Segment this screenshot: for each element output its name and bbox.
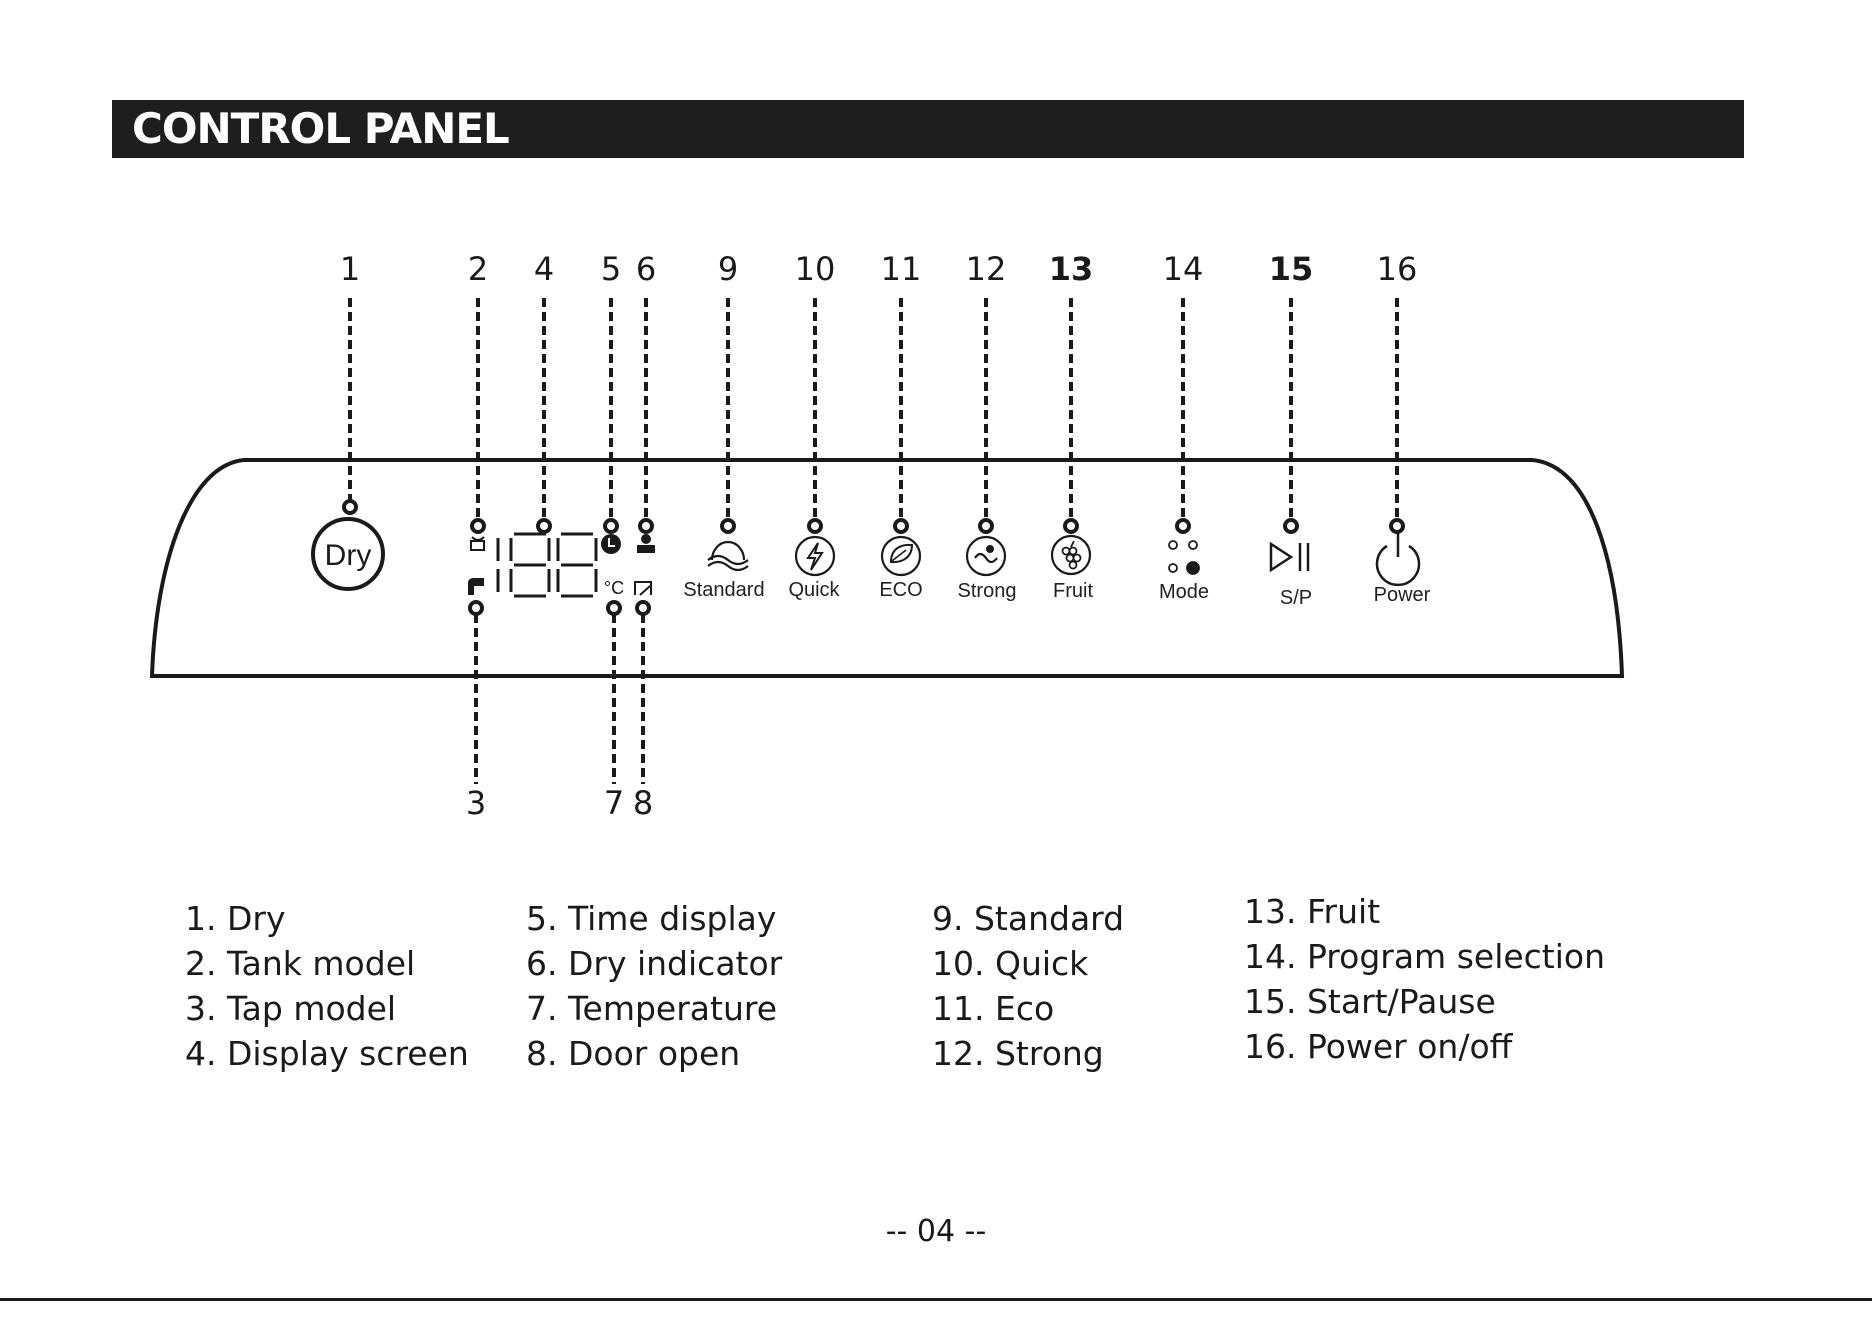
callout-14: 14 xyxy=(1163,250,1204,288)
mode-button[interactable]: Mode xyxy=(1159,540,1209,603)
eco-button[interactable]: ECO xyxy=(879,535,923,601)
callout-1: 1 xyxy=(340,250,360,288)
top-leader-lines xyxy=(348,298,1399,519)
callout-6: 6 xyxy=(636,250,656,288)
quick-label: Quick xyxy=(788,579,840,601)
legend-item: 11. Eco xyxy=(932,989,1055,1028)
quick-button[interactable]: Quick xyxy=(788,535,841,601)
legend-column-3: 9. Standard 10. Quick 11. Eco 12. Strong xyxy=(932,896,1124,1076)
strong-button[interactable]: Strong xyxy=(958,535,1017,602)
dry-indicator-icon xyxy=(637,534,655,553)
callout-5: 5 xyxy=(601,250,621,288)
callout-7: 7 xyxy=(604,784,624,822)
section-title: CONTROL PANEL xyxy=(132,104,510,153)
dry-button[interactable]: Dry xyxy=(311,517,385,591)
legend-item: 13. Fruit xyxy=(1244,892,1381,931)
callout-2: 2 xyxy=(468,250,488,288)
callout-9: 9 xyxy=(718,250,738,288)
legend-item: 16. Power on/off xyxy=(1244,1027,1513,1066)
callout-15: 15 xyxy=(1269,250,1314,288)
legend-item: 15. Start/Pause xyxy=(1244,982,1496,1021)
start-pause-label: S/P xyxy=(1280,587,1312,609)
clock-icon xyxy=(601,534,621,554)
tap-icon xyxy=(468,578,484,595)
legend-item: 7. Temperature xyxy=(526,989,778,1028)
legend-item: 4. Display screen xyxy=(185,1034,469,1073)
callout-12: 12 xyxy=(966,250,1007,288)
callout-4: 4 xyxy=(534,250,554,288)
start-pause-button[interactable]: S/P xyxy=(1269,541,1312,609)
fruit-button[interactable]: Fruit xyxy=(1050,534,1093,602)
eco-label: ECO xyxy=(879,579,922,601)
callout-10: 10 xyxy=(795,250,836,288)
legend-item: 1. Dry xyxy=(185,899,286,938)
legend-column-2: 5. Time display 6. Dry indicator 7. Temp… xyxy=(526,896,782,1076)
panel-outline xyxy=(149,458,1625,678)
legend-item: 6. Dry indicator xyxy=(526,944,783,983)
legend-item: 9. Standard xyxy=(932,899,1125,938)
power-label: Power xyxy=(1374,584,1431,606)
legend-column-4: 13. Fruit 14. Program selection 15. Star… xyxy=(1244,889,1605,1069)
lightning-icon xyxy=(794,535,836,577)
page-number: -- 04 -- xyxy=(885,1214,987,1249)
leaf-icon xyxy=(880,535,922,577)
temperature-unit: °C xyxy=(604,578,624,598)
footer-rule xyxy=(0,1298,1872,1301)
legend-item: 8. Door open xyxy=(526,1034,741,1073)
legend-item: 12. Strong xyxy=(932,1034,1104,1073)
fruit-label: Fruit xyxy=(1053,580,1093,602)
standard-icon xyxy=(707,540,749,572)
standard-button[interactable]: Standard xyxy=(683,540,765,601)
dry-button-label: Dry xyxy=(325,539,372,572)
strong-label: Strong xyxy=(958,580,1017,602)
bottom-leader-lines xyxy=(474,614,645,784)
legend-item: 2. Tank model xyxy=(185,944,416,983)
power-icon xyxy=(1375,530,1421,587)
legend-item: 3. Tap model xyxy=(185,989,397,1028)
strong-icon xyxy=(965,535,1007,577)
display-screen xyxy=(496,532,598,598)
callout-11: 11 xyxy=(881,250,922,288)
callout-3: 3 xyxy=(466,784,486,822)
callout-endpoints xyxy=(342,499,1405,616)
legend-item: 10. Quick xyxy=(932,944,1089,983)
legend-item: 5. Time display xyxy=(526,899,777,938)
tank-icon xyxy=(470,536,485,551)
standard-label: Standard xyxy=(683,579,764,601)
callout-16: 16 xyxy=(1377,250,1418,288)
callout-13: 13 xyxy=(1049,250,1094,288)
legend-item: 14. Program selection xyxy=(1244,937,1606,976)
mode-dots-icon xyxy=(1168,540,1200,575)
play-pause-icon xyxy=(1269,541,1310,573)
grapes-icon xyxy=(1050,534,1092,576)
callout-8: 8 xyxy=(633,784,653,822)
section-header-bar: CONTROL PANEL xyxy=(112,100,1744,158)
power-button[interactable]: Power xyxy=(1374,530,1431,606)
mode-label: Mode xyxy=(1159,581,1209,603)
door-open-icon xyxy=(634,581,652,596)
legend-column-1: 1. Dry 2. Tank model 3. Tap model 4. Dis… xyxy=(185,896,469,1076)
